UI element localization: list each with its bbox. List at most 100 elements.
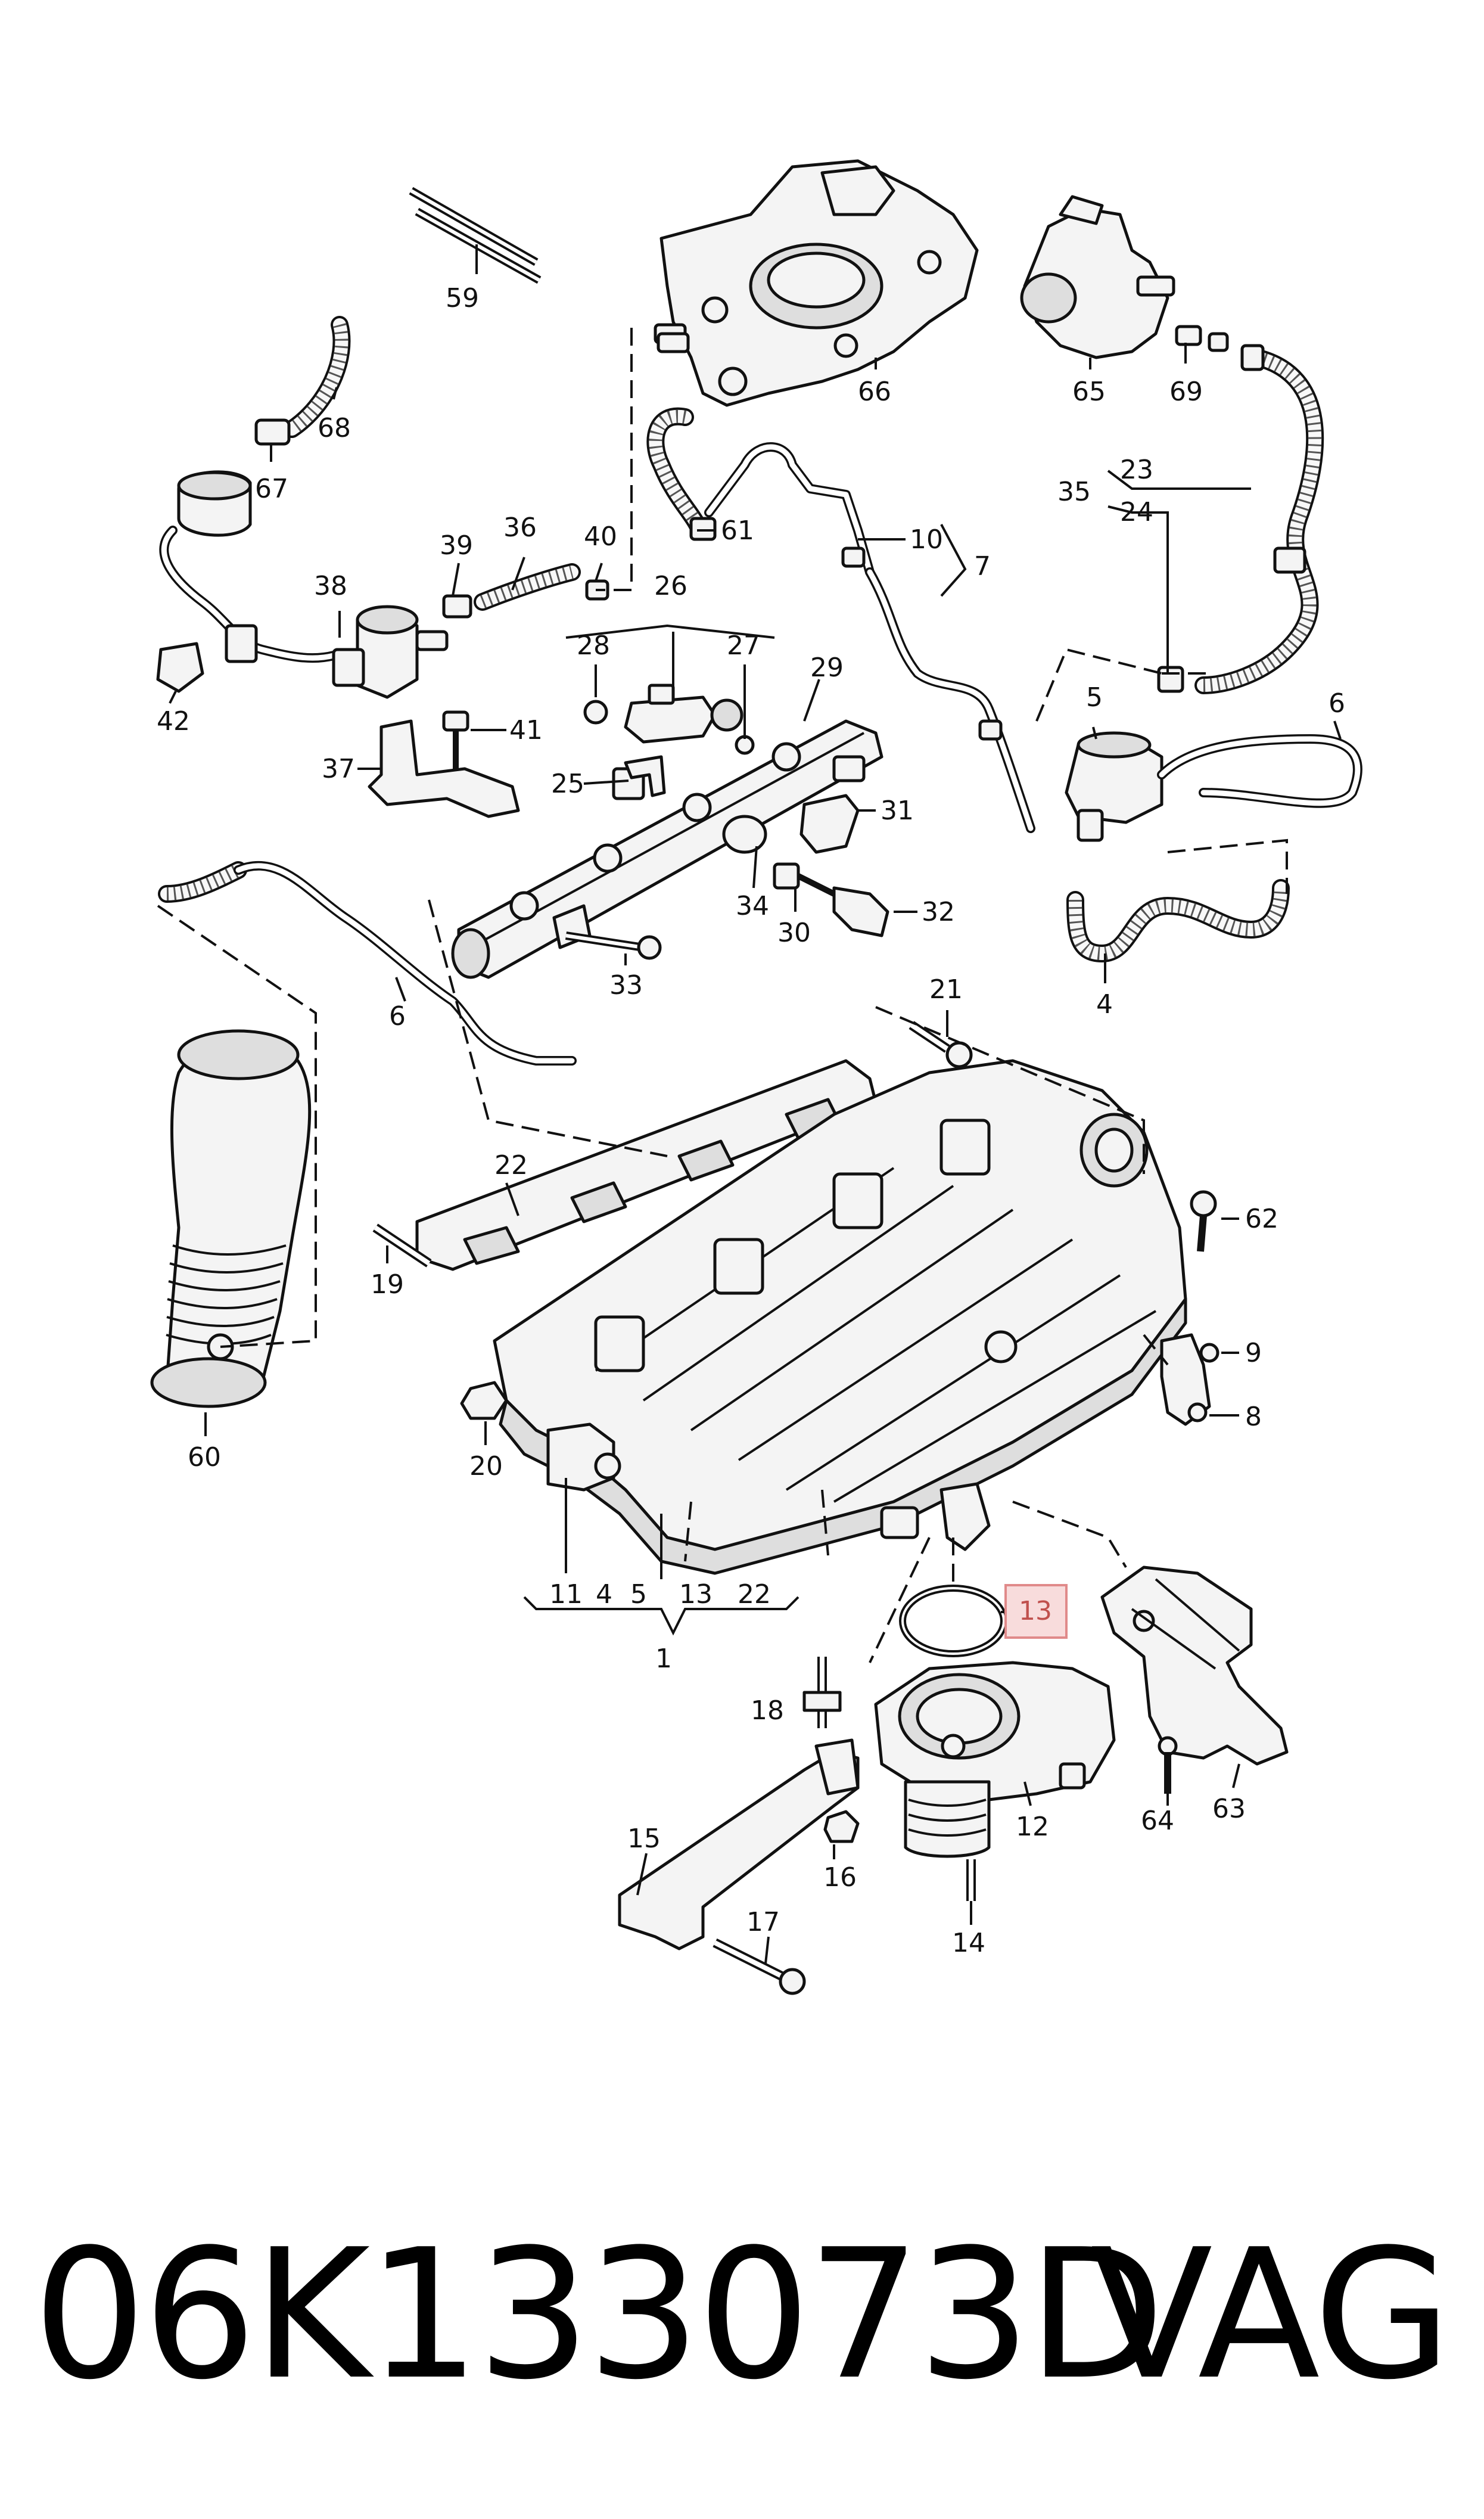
part-canister-valve [159,470,338,663]
hose-23-24 [1157,344,1324,694]
callout-25: 25 [551,769,584,799]
part-36-hose [474,563,581,611]
callout-69: 69 [1169,377,1203,407]
callout-32: 32 [922,897,955,927]
part-26-injector [583,684,755,755]
callout-66: 66 [858,377,891,407]
part-15-support-arm [618,1738,860,1950]
callout-7: 7 [974,551,991,582]
part-39-clamp [442,594,472,619]
part-66-pump-cover [654,159,979,407]
callout-65: 65 [1072,377,1106,407]
callout-24: 24 [1120,497,1153,527]
callout-26: 26 [654,571,687,601]
callout-34: 34 [736,891,769,921]
callout-36: 36 [503,513,537,543]
part-63-bracket [1100,1566,1289,1766]
callout-10: 10 [910,524,943,555]
callout-15: 15 [627,1824,661,1854]
part-16-nut [823,1810,860,1843]
part-6-line-left [158,861,577,1066]
callout-6a: 6 [1329,688,1345,719]
vacuum-line-61 [646,332,875,577]
part-20-nut [460,1381,508,1420]
part-60-intake-pipe [150,1029,312,1408]
part-number: 06K133073D [33,2211,1165,2419]
callout-64: 64 [1141,1806,1174,1836]
vacuum-line-7 [841,546,1035,833]
highlight-box-13 [1004,1584,1068,1639]
callout-33: 33 [609,970,643,1001]
part-1-intake-manifold [493,1059,1187,1575]
callout-16: 16 [823,1862,857,1893]
callout-14: 14 [952,1928,985,1958]
part-41-bolt [442,710,469,769]
part-42-bracket [156,642,204,693]
part-18-stud [802,1657,842,1728]
callout-28: 28 [577,630,610,661]
callout-35: 35 [1057,477,1091,507]
callout-11: 11 [549,1579,583,1610]
part-4-hose [1066,879,1290,962]
callout-9: 9 [1245,1338,1262,1368]
part-19-stud [372,1223,432,1268]
callout-61: 61 [721,515,754,546]
callout-38: 38 [314,571,347,601]
part-69-fitting [1175,325,1229,352]
callout-17: 17 [746,1907,780,1937]
part-64-bolt [1158,1736,1178,1794]
callout-40: 40 [584,521,617,552]
callout-13-highlighted: 13 [1019,1596,1052,1626]
part-6-line-right [1157,734,1362,808]
callout-27: 27 [727,630,760,661]
callout-labels: 59 66 65 69 68 67 61 23 35 24 36 40 10 7… [157,283,1345,1958]
callout-1: 1 [655,1644,672,1674]
callout-1-4: 4 [596,1579,612,1610]
callout-39: 39 [440,530,473,561]
callout-5: 5 [1086,682,1103,713]
callout-41: 41 [509,715,543,746]
callout-12: 12 [1016,1812,1049,1842]
part-38-solenoid-valve [332,605,449,699]
callout-63: 63 [1212,1794,1246,1824]
part-30-32-sensor [773,862,889,937]
part-8-9-sensor [1160,1333,1219,1426]
part-5-solenoid [1065,731,1163,842]
part-12-throttle-body [874,1661,1116,1858]
callout-68: 68 [318,413,351,443]
part-17-bolt [713,1938,806,1995]
part-62-bolt [1190,1190,1217,1252]
callout-19: 19 [371,1269,404,1300]
part-13-o-ring [899,1585,1007,1657]
callout-42: 42 [157,706,190,737]
callout-60: 60 [188,1442,221,1473]
part-31-gasket [799,794,860,854]
part-22-gasket [415,1059,878,1271]
callout-8: 8 [1245,1402,1262,1432]
callout-31: 31 [881,796,914,826]
part-25-clip [624,755,666,797]
part-21-bolt [909,1021,973,1069]
callout-59: 59 [446,283,479,313]
callout-1-22: 22 [738,1579,771,1610]
callout-18: 18 [751,1695,784,1726]
callout-22: 22 [494,1150,528,1181]
part-33-bolt [565,931,662,960]
callout-37: 37 [322,754,355,784]
callout-62: 62 [1245,1204,1278,1234]
assembly-dashed-lines [157,328,1288,1663]
part-68-hose [283,316,351,438]
part-65-high-pressure-pump [1020,195,1175,359]
callout-1-13: 13 [679,1579,713,1610]
brand-label: VAG [1090,2211,1452,2419]
callout-30: 30 [777,918,811,948]
part-11-sensor [546,1422,621,1492]
callout-20: 20 [469,1451,503,1481]
callout-67: 67 [255,474,288,504]
part-37-bracket [368,719,520,818]
callout-23: 23 [1120,455,1153,485]
leader-lines [169,262,1342,1964]
callout-1-5: 5 [630,1579,647,1610]
callout-29: 29 [810,653,844,683]
